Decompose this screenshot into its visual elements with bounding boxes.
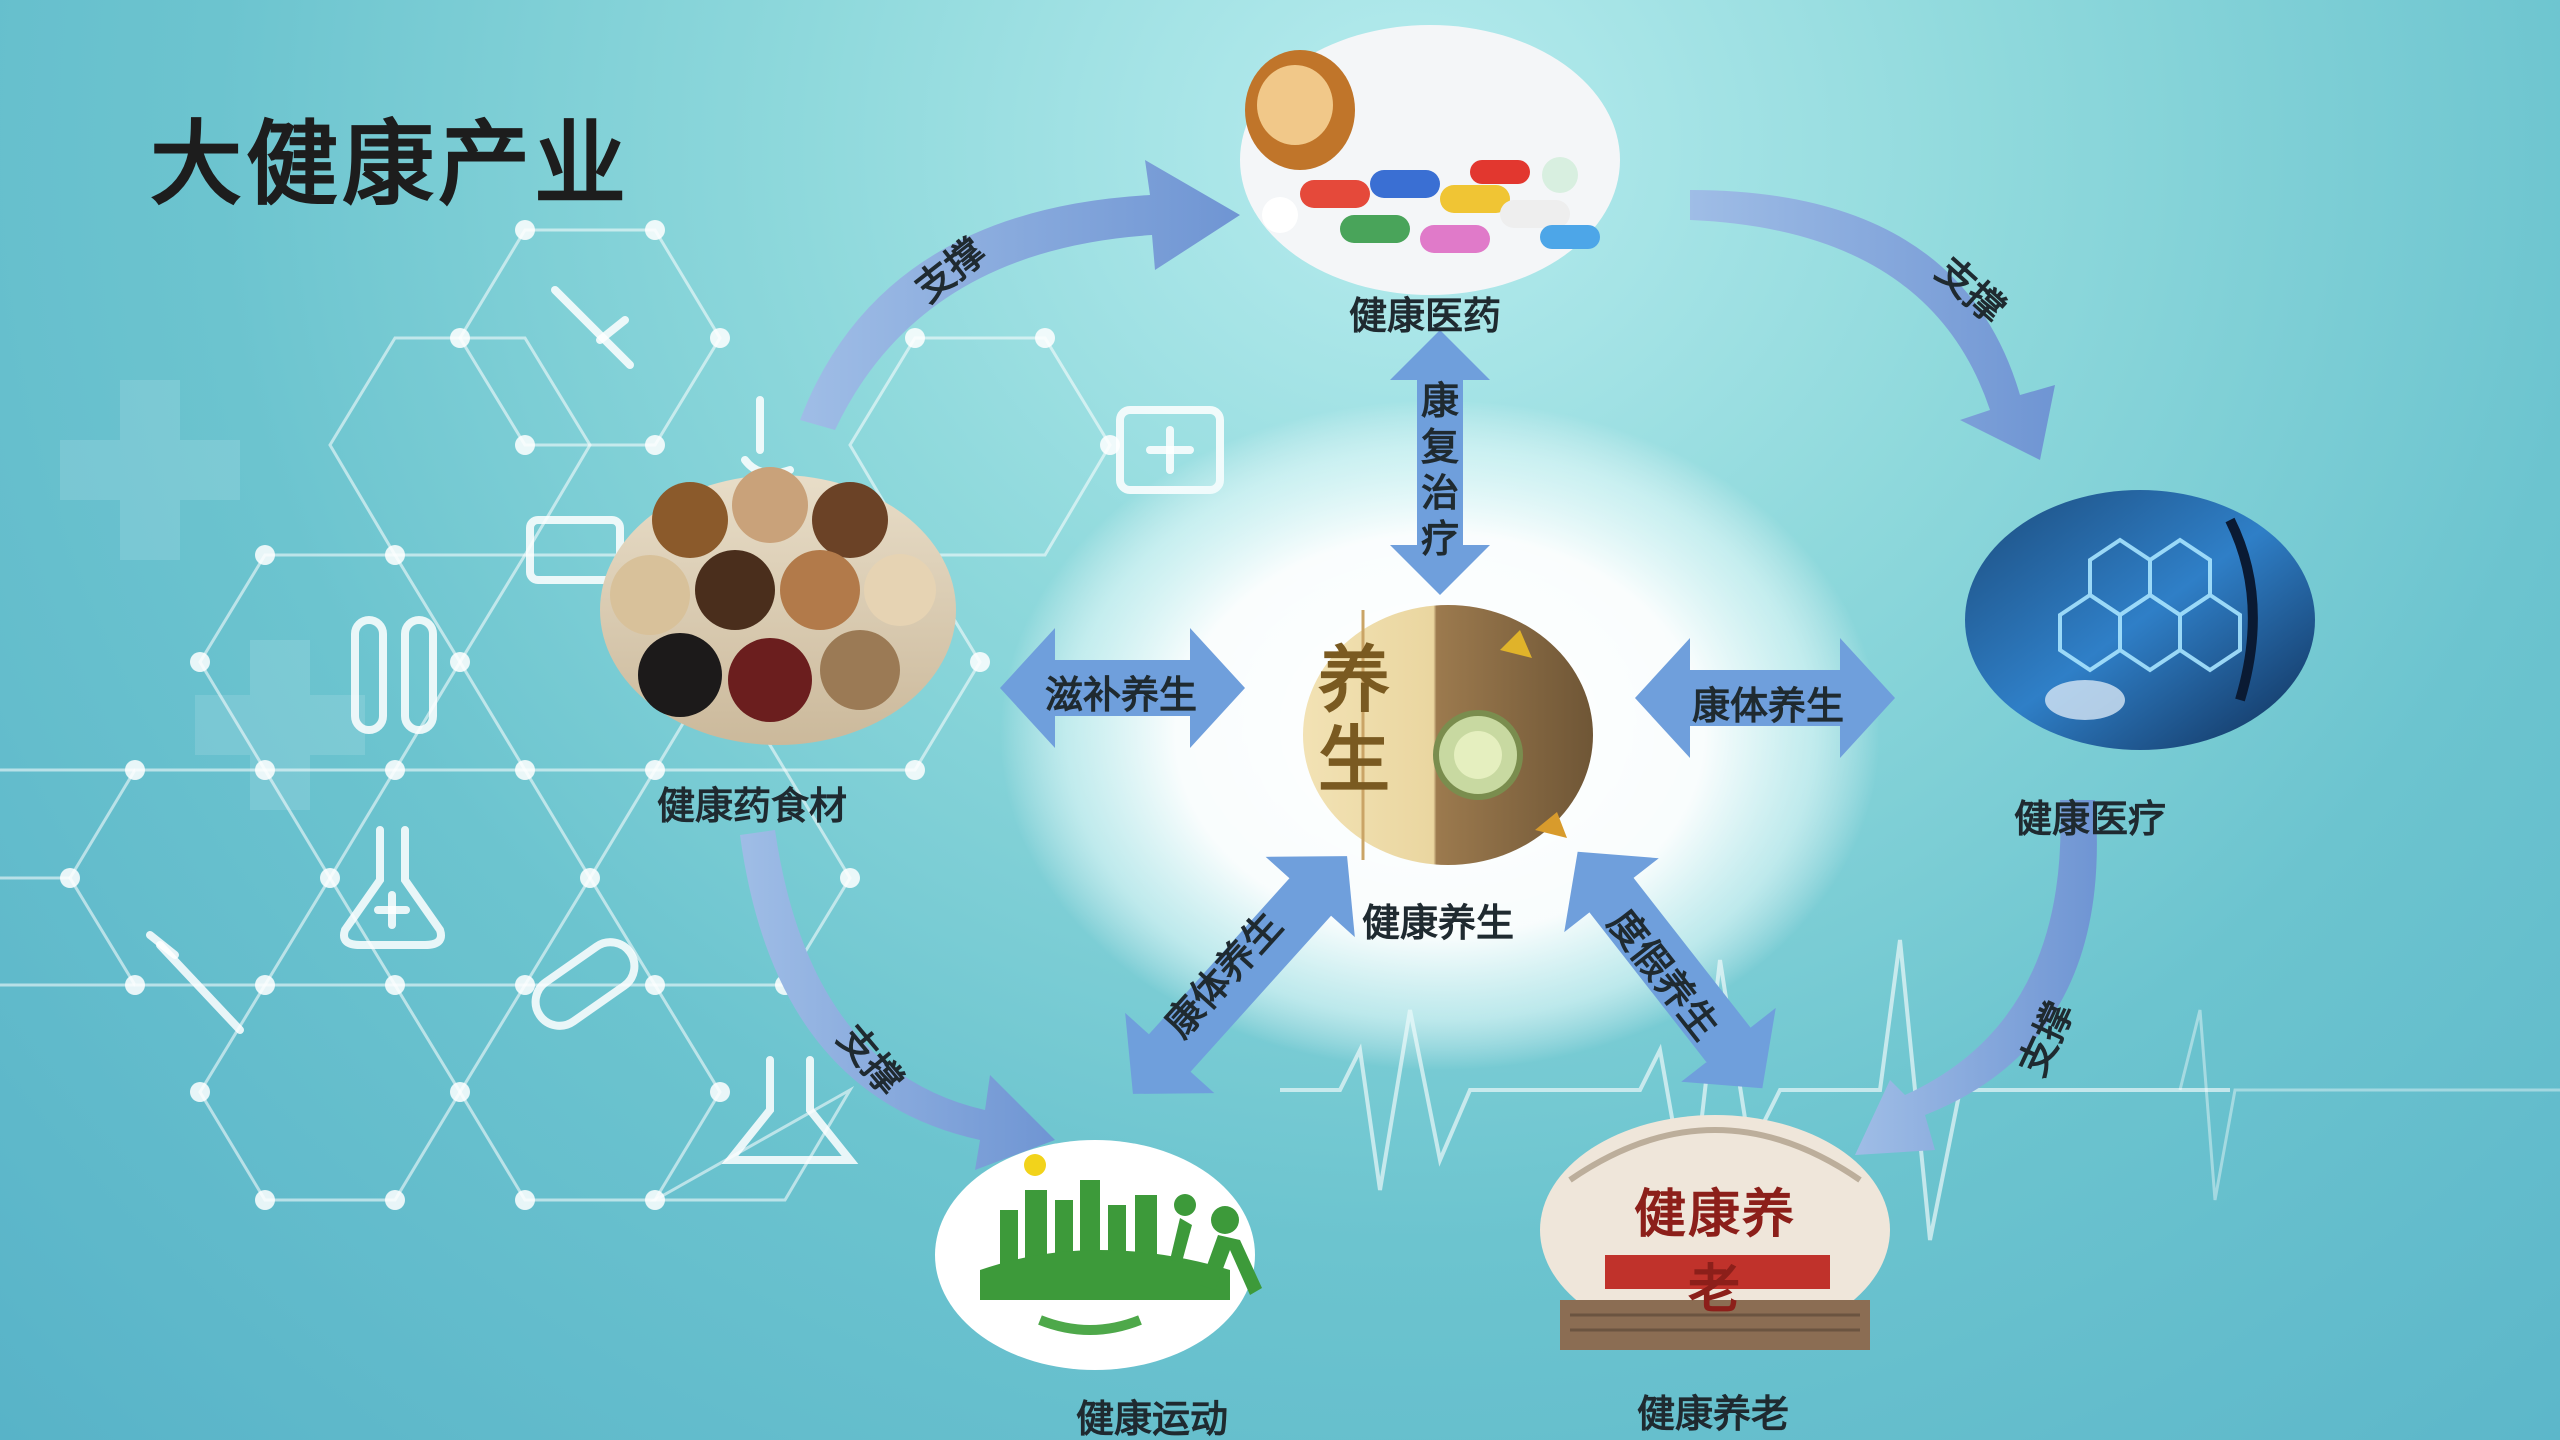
arrow-support-medical-to-elderly: [1855, 800, 2097, 1155]
arrow-nourish: [1000, 628, 1245, 748]
arrow-support-medicine-to-medical: [1690, 190, 2055, 460]
medical-photo: [1965, 490, 2315, 750]
flask-icon: [340, 826, 445, 949]
page-title: 大健康产业: [150, 111, 631, 218]
thermometer-icon: [551, 286, 634, 369]
label-rehab: 康复治疗: [1420, 379, 1459, 561]
node-label-elderly: 健康养老: [1636, 1392, 1790, 1436]
node-label-materials: 健康药食材: [656, 784, 848, 828]
inner-arrows: [1000, 330, 1895, 1094]
background-plus-icons: [60, 380, 365, 810]
materials-photo: [600, 467, 956, 745]
elderly-sign-text: 健康养老: [1633, 1184, 1796, 1320]
pills: [1262, 157, 1600, 253]
test-tubes-icon: [351, 616, 437, 734]
arrow-vacation: [1564, 851, 1776, 1089]
arrow-sports-body: [1125, 856, 1355, 1094]
center-photo: [1303, 605, 1593, 865]
arrow-support-materials-to-sports: [740, 830, 1055, 1170]
hexagon-network: [0, 228, 1112, 1202]
ambulance-icon: [526, 516, 624, 584]
label-body: 康体养生: [1692, 684, 1845, 728]
arrow-rehab: [1390, 330, 1490, 595]
beaker-plus-icon: [721, 1056, 859, 1164]
sports-photo: [935, 1140, 1262, 1370]
outer-arrows: [740, 160, 2097, 1170]
medicine-photo: [1240, 25, 1620, 295]
arrow-body: [1635, 638, 1895, 758]
capsule-icon: [531, 938, 639, 1030]
elderly-photo: [1540, 1115, 1890, 1350]
arrow-support-materials-to-medicine: [800, 160, 1240, 430]
dropper-icon: [146, 931, 244, 1034]
node-label-center: 健康养生: [1361, 901, 1515, 945]
microscope-icon: [741, 396, 794, 478]
node-label-medicine: 健康医药: [1348, 294, 1502, 338]
node-label-sports: 健康运动: [1075, 1397, 1229, 1440]
center-badge-text: 养生: [1318, 637, 1391, 802]
label-nourish: 滋补养生: [1045, 673, 1198, 717]
heartbeat-line-right: [2178, 1009, 2560, 1201]
node-label-medical: 健康医疗: [2013, 797, 2167, 841]
